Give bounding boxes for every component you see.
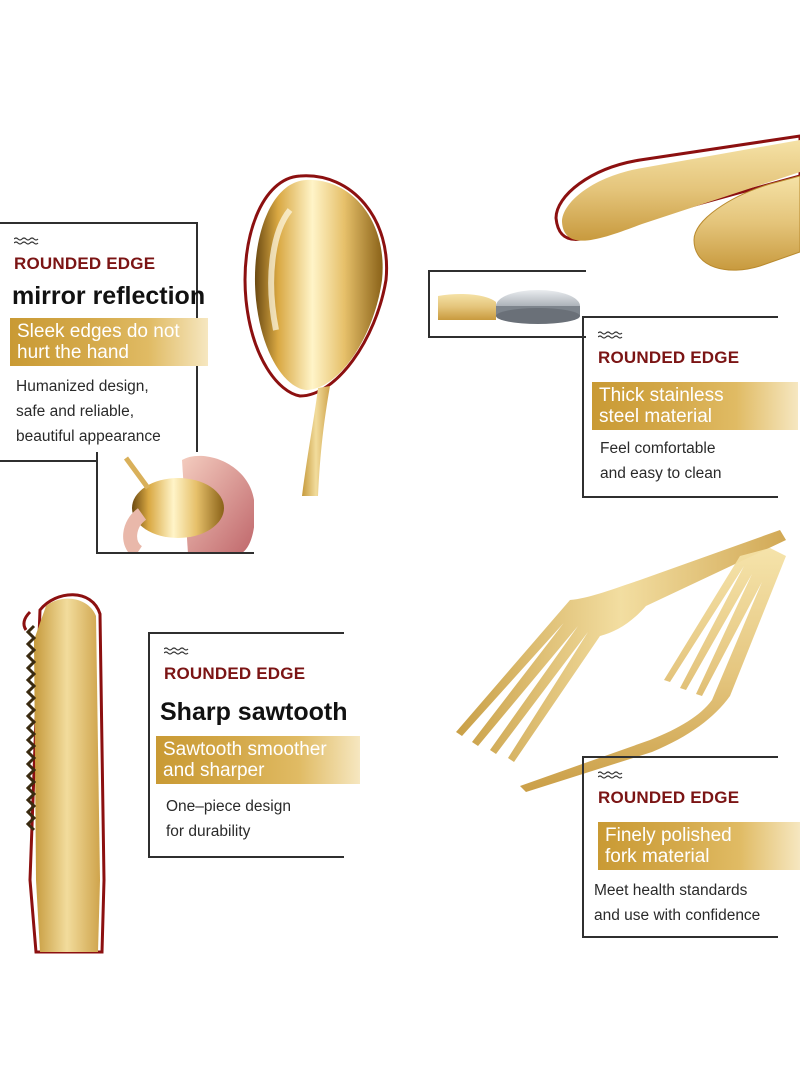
wave-lines-icon — [14, 237, 39, 245]
band-line: Sleek edges do not — [17, 321, 180, 342]
inset-hand-spoon — [96, 452, 254, 554]
forks-illustration — [456, 530, 786, 792]
feature-card-handle: ROUNDED EDGE Thick stainless steel mater… — [582, 316, 798, 498]
body-line: for durability — [166, 823, 251, 840]
card-highlight-band: Sawtooth smoother and sharper — [156, 736, 360, 784]
body-line: Meet health standards — [594, 882, 748, 899]
body-line: beautiful appearance — [16, 428, 161, 445]
wave-lines-icon — [164, 647, 189, 655]
handle-illustration — [554, 134, 800, 271]
band-line: Finely polished — [605, 825, 732, 846]
body-line: One–piece design — [166, 798, 291, 815]
card-headline: mirror reflection — [12, 282, 206, 310]
spoon-illustration — [243, 174, 389, 496]
card-body: One–piece design for durability — [166, 794, 291, 844]
thickness-comparison-photo — [438, 290, 580, 324]
band-line: Thick stainless — [599, 385, 724, 406]
card-eyebrow: ROUNDED EDGE — [14, 254, 156, 273]
band-line: and sharper — [163, 760, 265, 781]
card-eyebrow: ROUNDED EDGE — [164, 664, 306, 683]
body-line: Feel comfortable — [600, 440, 716, 457]
card-eyebrow: ROUNDED EDGE — [598, 788, 740, 807]
wave-lines-icon — [598, 331, 623, 339]
feature-card-knife: ROUNDED EDGE Sharp sawtooth Sawtooth smo… — [148, 632, 360, 858]
card-body: Meet health standards and use with confi… — [594, 878, 760, 928]
knife-illustration — [22, 593, 106, 954]
card-eyebrow: ROUNDED EDGE — [598, 348, 740, 367]
inset-thickness-coin — [428, 270, 586, 338]
body-line: Humanized design, — [16, 378, 149, 395]
feature-card-spoon: ROUNDED EDGE mirror reflection Sleek edg… — [0, 222, 208, 462]
band-line: Sawtooth smoother — [163, 739, 327, 760]
body-line: and easy to clean — [600, 465, 722, 482]
band-line: fork material — [605, 846, 710, 867]
card-highlight-band: Thick stainless steel material — [592, 382, 798, 430]
body-line: safe and reliable, — [16, 403, 135, 420]
card-body: Feel comfortable and easy to clean — [600, 436, 722, 486]
band-line: steel material — [599, 406, 712, 427]
card-headline: Sharp sawtooth — [160, 698, 348, 726]
feature-card-fork: ROUNDED EDGE Finely polished fork materi… — [582, 756, 800, 938]
band-line: hurt the hand — [17, 342, 129, 363]
card-body: Humanized design, safe and reliable, bea… — [16, 374, 161, 449]
hand-spoon-photo — [123, 455, 254, 552]
card-highlight-band: Sleek edges do not hurt the hand — [10, 318, 208, 366]
wave-lines-icon — [598, 771, 623, 779]
card-highlight-band: Finely polished fork material — [598, 822, 800, 870]
body-line: and use with confidence — [594, 907, 761, 924]
